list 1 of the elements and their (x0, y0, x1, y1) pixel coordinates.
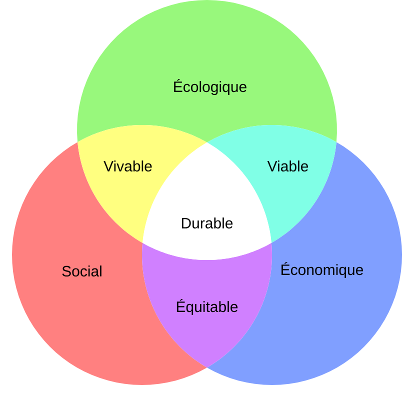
overlap-region: Équitable (142, 242, 272, 368)
